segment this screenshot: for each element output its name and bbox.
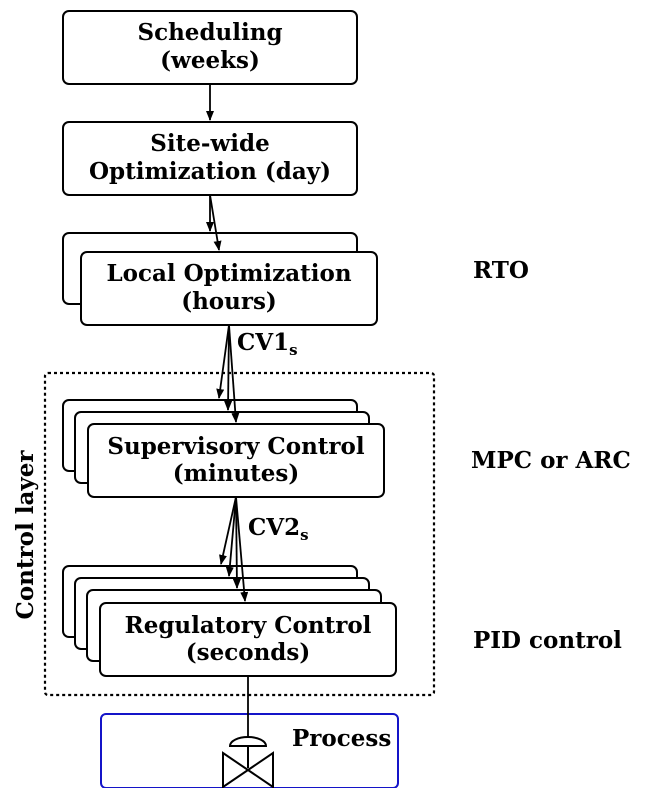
scheduling-title: Scheduling [137,19,282,46]
mpc-arc-label: MPC or ARC [471,447,631,474]
regulatory-title: Regulatory Control [125,612,372,639]
local-optimization-node: Local Optimization (hours) [62,232,378,326]
sitewide-title: Site-wide [150,130,269,157]
arrow-supervisory-to-regulatory-2 [225,496,237,577]
rto-label: RTO [473,257,529,284]
regulatory-control-node: Regulatory Control (seconds) [62,565,397,677]
arrow-supervisory-to-regulatory-1 [219,496,237,565]
process-label: Process [292,725,391,752]
control-valve-icon [222,736,274,788]
sitewide-period: Optimization (day) [89,158,331,185]
sitewide-optimization-node: Site-wide Optimization (day) [62,121,358,196]
arrow-local-to-supervisory-3 [228,324,240,423]
arrow-supervisory-to-regulatory-4 [235,496,249,602]
arrow-local-to-supervisory-1 [216,324,230,399]
arrow-supervisory-to-regulatory-3 [232,496,241,589]
regulatory-period: (seconds) [186,639,310,666]
process-block: Process [100,713,399,788]
supervisory-control-node: Supervisory Control (minutes) [62,399,385,498]
scheduling-period: (weeks) [160,47,260,74]
scheduling-node: Scheduling (weeks) [62,10,358,85]
arrow-local-to-supervisory-2 [224,324,233,411]
process-frame [100,713,399,788]
cv2-label: CV2s [248,514,309,544]
cv1-label: CV1s [237,329,298,359]
supervisory-title: Supervisory Control [107,433,364,460]
supervisory-period: (minutes) [173,460,300,487]
arrow-sitewide-to-local-2 [209,194,222,251]
pid-control-label: PID control [473,627,622,654]
control-layer-label: Control layer [12,450,39,620]
local-optimization-title: Local Optimization [106,260,351,287]
local-optimization-period: (hours) [181,288,277,315]
